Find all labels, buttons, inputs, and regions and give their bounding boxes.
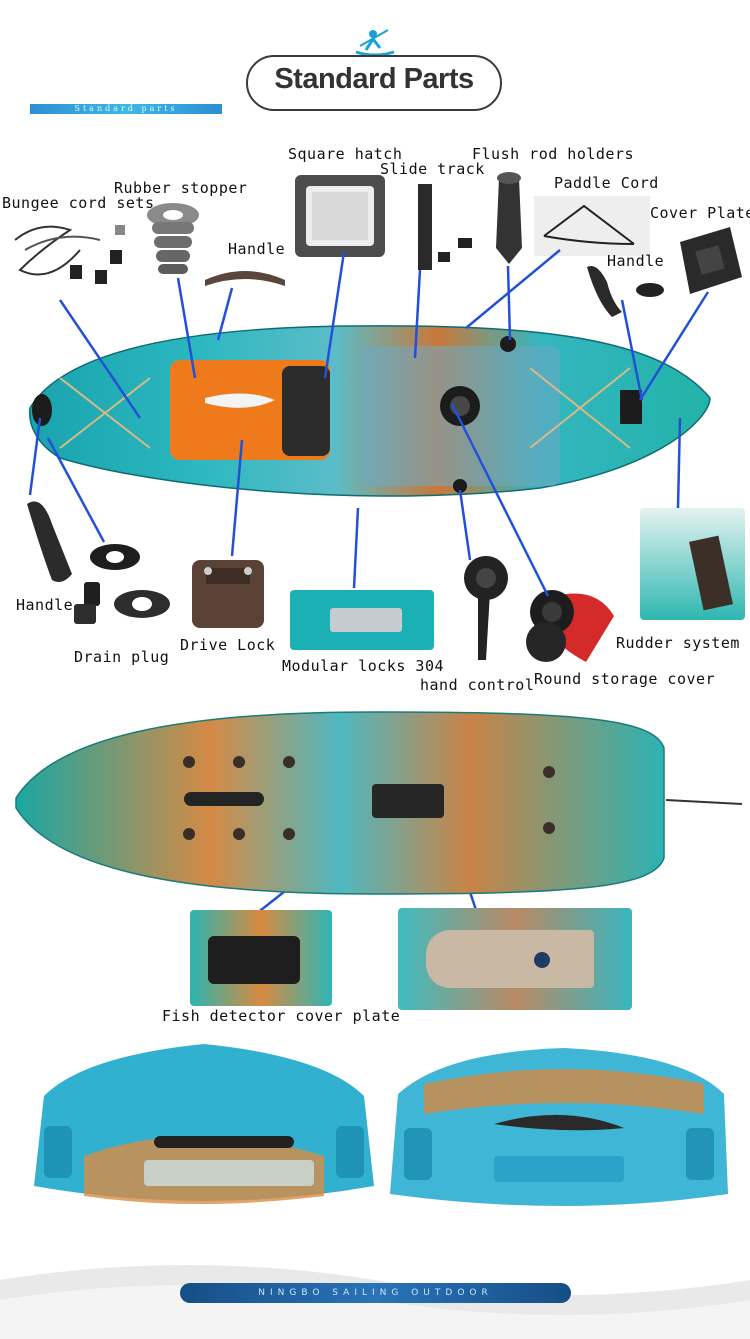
rubber-stopper-image xyxy=(147,203,199,274)
round-storage-cover-image xyxy=(526,590,614,662)
kayak-top-view xyxy=(28,325,711,497)
label-square-hatch: Square hatch xyxy=(288,145,403,163)
label-fish-detector-cover-plate: Fish detector cover plate xyxy=(162,1007,401,1025)
drive-lock-image xyxy=(192,560,264,628)
page-title: Standard Parts xyxy=(274,63,474,95)
modular-locks-photo xyxy=(290,590,434,650)
slide-track-image xyxy=(418,184,472,270)
hand-control-image xyxy=(464,556,508,660)
label-rubber-stopper: Rubber stopper xyxy=(114,179,248,197)
handle-top-image xyxy=(205,271,285,286)
label-paddle-cord: Paddle Cord xyxy=(554,174,659,192)
label-handle-top: Handle xyxy=(228,240,286,258)
page-subtitle: Standard parts xyxy=(74,104,178,113)
label-drain-plug: Drain plug xyxy=(74,648,170,666)
bungee-cord-sets-image xyxy=(14,225,125,284)
label-handle-right: Handle xyxy=(607,252,665,270)
footer-bar: NINGBO SAILING OUTDOOR xyxy=(180,1283,571,1303)
label-modular-locks: Modular locks 304 xyxy=(282,657,445,675)
drain-plug-image xyxy=(74,582,100,624)
label-round-storage-cover: Round storage cover xyxy=(534,670,716,688)
label-drive-lock: Drive Lock xyxy=(180,636,276,654)
label-slide-track: Slide track xyxy=(380,160,485,178)
label-flush-rod-holders: Flush rod holders xyxy=(472,145,635,163)
square-hatch-image xyxy=(295,175,385,257)
drain-fitting-image xyxy=(90,544,140,570)
fish-detector-photo-2 xyxy=(398,908,632,1010)
subtitle-strip: Standard parts xyxy=(30,104,222,114)
drain-fitting-2-image xyxy=(114,590,170,618)
label-handle-left: Handle xyxy=(16,596,74,614)
flush-rod-holders-image xyxy=(496,172,522,264)
label-cover-plate: Cover Plate xyxy=(650,204,750,222)
kayak-rear-view-right xyxy=(390,1048,728,1206)
title-badge: Standard Parts xyxy=(246,55,502,111)
fish-detector-photo-1 xyxy=(190,910,332,1006)
rudder-system-photo xyxy=(640,508,745,620)
label-hand-control: hand control xyxy=(420,676,535,694)
handle-left-image xyxy=(27,501,72,582)
kayak-rear-view-left xyxy=(34,1044,374,1204)
label-bungee-cord-sets: Bungee cord sets xyxy=(2,194,155,212)
label-rudder-system: Rudder system xyxy=(616,634,740,652)
cover-plate-image xyxy=(680,227,742,294)
handle-right-image xyxy=(587,266,664,317)
paddle-cord-image xyxy=(534,196,650,256)
kayak-bottom-view xyxy=(15,711,743,895)
